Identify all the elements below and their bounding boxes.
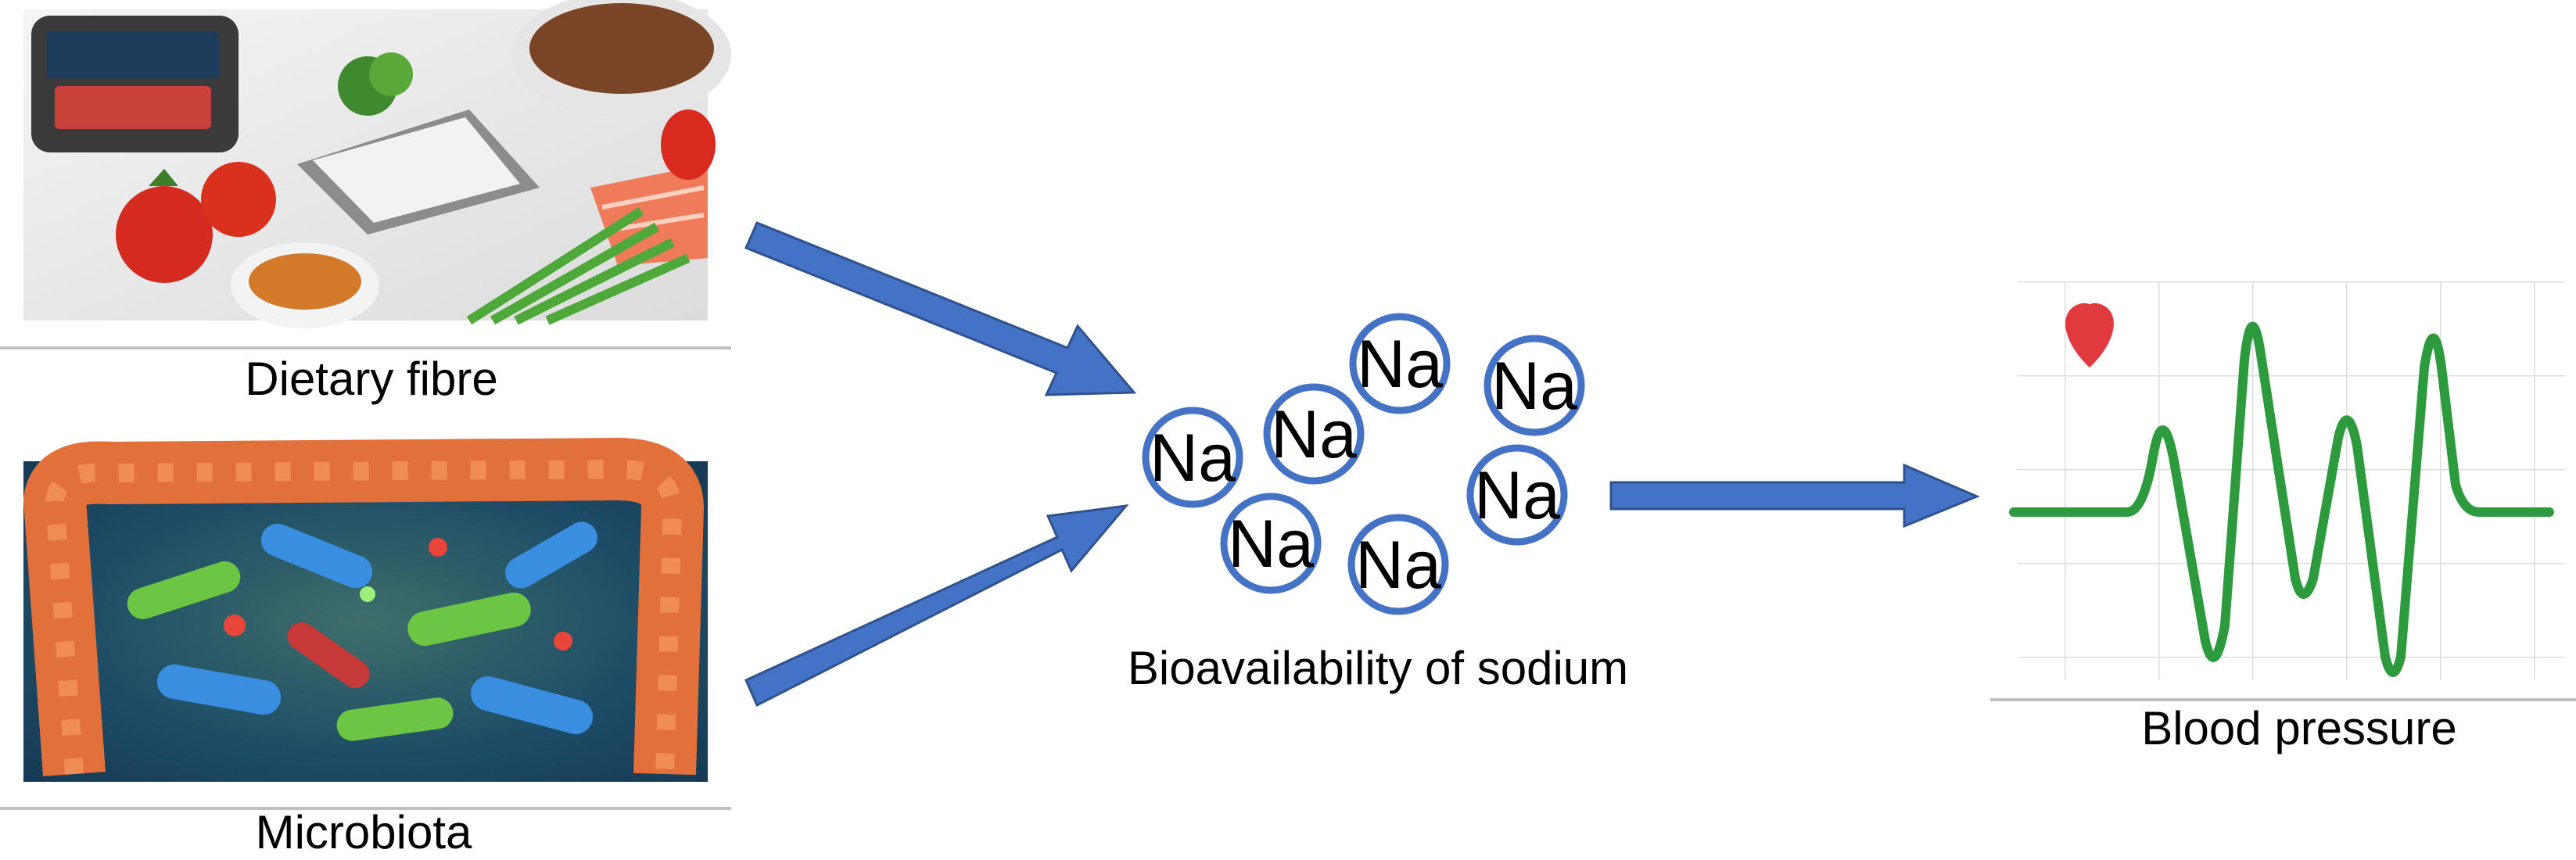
heart-icon xyxy=(2065,303,2114,367)
sodium-ion: Na xyxy=(1142,407,1243,508)
svg-text:Na: Na xyxy=(1357,327,1443,402)
label-bioavailability: Bioavailability of sodium xyxy=(1128,642,1628,694)
label-dietary-fibre: Dietary fibre xyxy=(245,353,497,405)
svg-text:Na: Na xyxy=(1474,458,1560,533)
sodium-ion: Na xyxy=(1349,313,1451,414)
gut-microbiota-illustration-icon xyxy=(0,438,731,810)
arrow-fibre-to-sodium xyxy=(744,221,1137,396)
label-blood-pressure: Blood pressure xyxy=(2141,702,2457,754)
svg-text:Na: Na xyxy=(1150,421,1236,496)
sodium-ion: Na xyxy=(1347,514,1449,615)
sodium-ion: Na xyxy=(1263,383,1365,485)
svg-text:Na: Na xyxy=(1491,349,1577,424)
svg-text:Na: Na xyxy=(1271,397,1357,472)
ecg-waveform xyxy=(2009,321,2554,677)
heart-ecg-illustration-icon xyxy=(1990,262,2576,701)
sodium-ion: Na xyxy=(1466,444,1568,546)
sodium-ion-cluster: Na Na Na Na Na Na Na xyxy=(1142,313,1585,615)
sodium-ion: Na xyxy=(1484,335,1585,436)
arrow-sodium-to-blood-pressure xyxy=(1609,463,1980,529)
svg-text:Na: Na xyxy=(1355,528,1441,603)
svg-text:Na: Na xyxy=(1228,507,1314,582)
label-microbiota: Microbiota xyxy=(256,806,472,858)
arrow-microbiota-to-sodium xyxy=(744,504,1129,708)
sodium-ion: Na xyxy=(1220,493,1322,594)
food-tray-illustration-icon xyxy=(0,0,731,349)
